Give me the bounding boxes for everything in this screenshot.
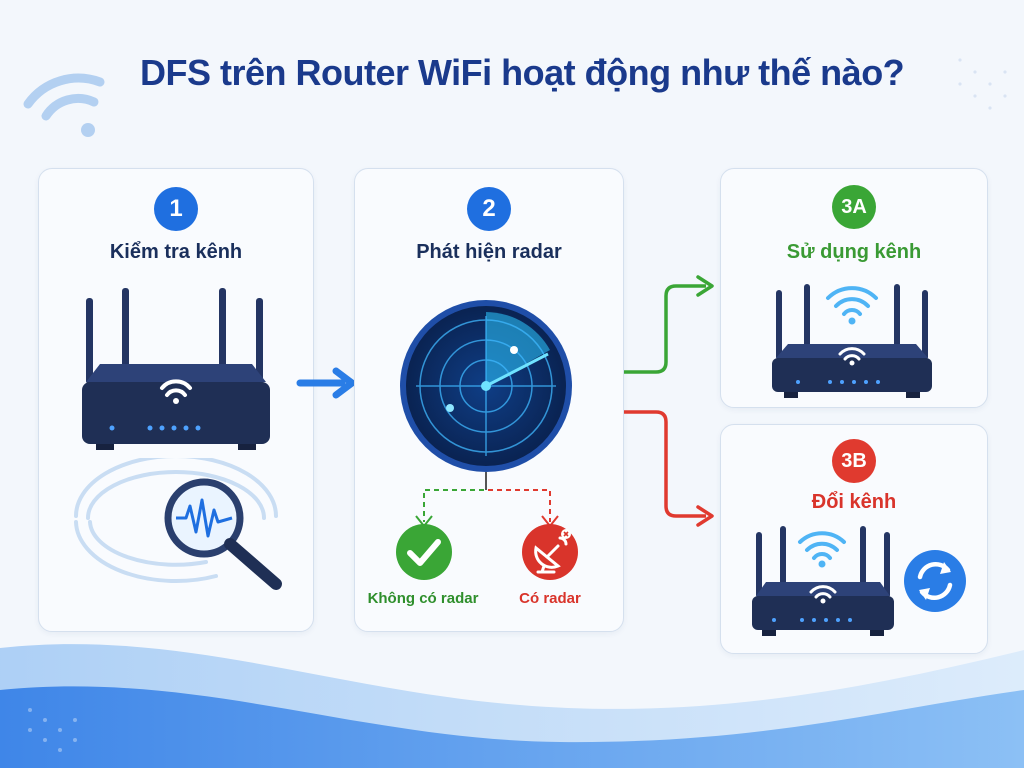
router-icon	[82, 288, 270, 450]
check-icon	[396, 524, 452, 580]
router-icon	[752, 526, 894, 636]
magnifier-icon	[164, 478, 282, 590]
arrow-step1-to-step2	[296, 367, 356, 399]
refresh-icon	[904, 550, 966, 612]
arrow-to-step3a	[624, 275, 714, 374]
step-3a-label: Sử dụng kênh	[786, 241, 922, 263]
step-3b-badge: 3B	[832, 439, 876, 483]
radar-icon	[400, 300, 572, 472]
wifi-active-icon	[826, 286, 878, 325]
step-3a-badge: 3A	[832, 185, 876, 229]
wifi-icon	[23, 73, 105, 137]
radar-label: Có radar	[519, 590, 581, 607]
no-radar-label: Không có radar	[367, 590, 479, 607]
radar-detected-icon	[522, 524, 578, 580]
step-1-badge: 1	[154, 187, 198, 231]
page-title: DFS trên Router WiFi hoạt động như thế n…	[140, 52, 905, 93]
step-2-label: Phát hiện radar	[416, 241, 562, 263]
signal-waves-icon	[74, 458, 278, 584]
arrow-to-step3b	[624, 410, 714, 527]
wifi-icon	[798, 531, 846, 568]
step-2-badge: 2	[467, 187, 511, 231]
router-icon	[772, 284, 932, 398]
step-1-label: Kiểm tra kênh	[109, 241, 243, 263]
step-3b-label: Đổi kênh	[811, 491, 897, 513]
